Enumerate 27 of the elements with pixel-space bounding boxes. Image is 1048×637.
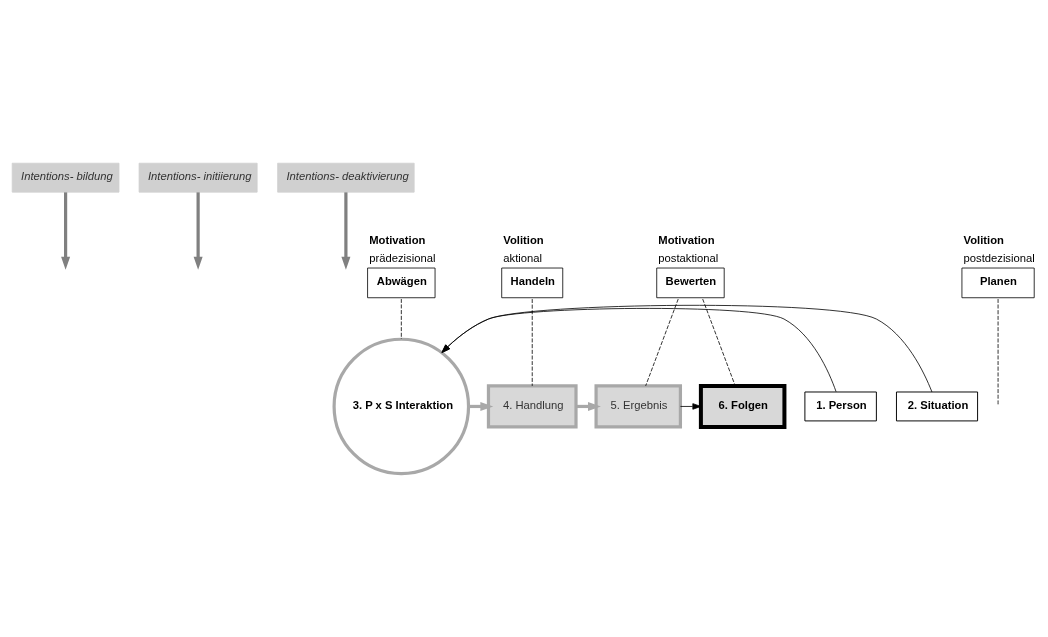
arrow xyxy=(680,403,702,410)
connector xyxy=(702,298,736,387)
node-label: postdezisional xyxy=(963,251,1035,264)
arrow xyxy=(441,304,933,393)
node-box: 5. Ergebnis xyxy=(594,384,683,429)
arrow xyxy=(341,192,351,270)
node-label: aktional xyxy=(503,251,543,264)
connector xyxy=(400,298,402,340)
arrow xyxy=(441,308,837,393)
node-circle: 3. P x S Interaktion xyxy=(332,337,471,476)
node-box: 2. Situation xyxy=(896,391,979,422)
arrow xyxy=(61,192,71,270)
node-label: Volition xyxy=(963,234,1004,247)
node-label: Volition xyxy=(503,234,544,247)
arrow xyxy=(193,192,203,270)
connector xyxy=(531,298,533,387)
node-label: prädezisional xyxy=(369,251,436,264)
node-box: Intentions- deaktivierung xyxy=(277,162,415,193)
connector xyxy=(645,298,679,387)
node-box: 4. Handlung xyxy=(486,384,578,429)
node-box: 1. Person xyxy=(804,391,877,422)
node-label: Motivation xyxy=(369,234,426,247)
node-box: Intentions- initiierung xyxy=(138,162,258,193)
node-box: 6. Folgen xyxy=(698,383,787,429)
node-label: postaktional xyxy=(658,251,719,264)
node-label: Motivation xyxy=(658,234,715,247)
node-box: Intentions- bildung xyxy=(11,162,120,193)
